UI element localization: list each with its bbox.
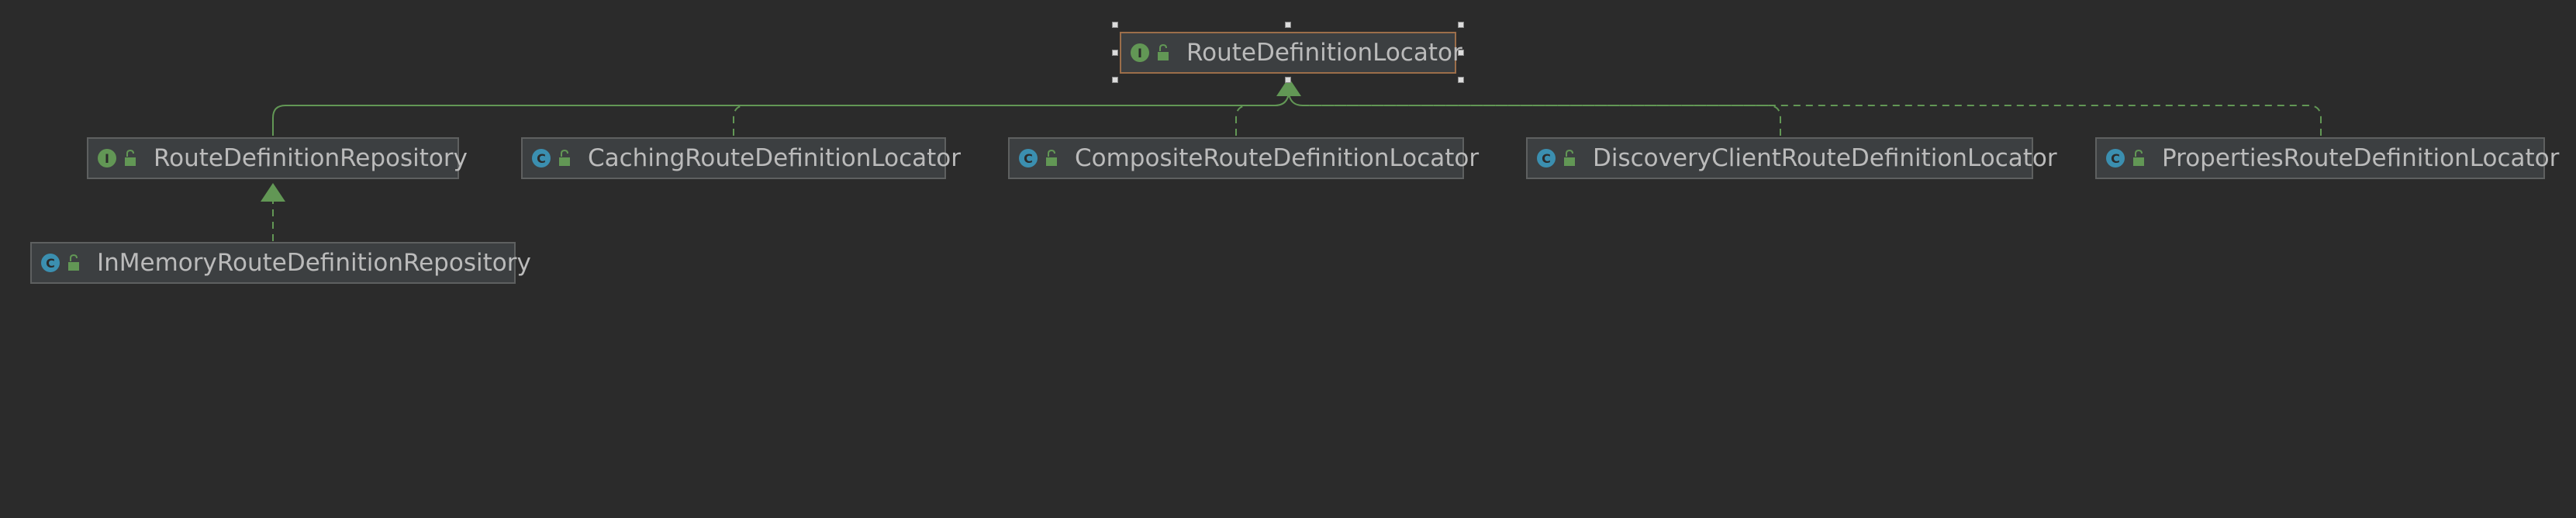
unlocked-padlock-icon [559, 150, 570, 166]
unlocked-padlock-icon [125, 150, 136, 166]
interface-icon: I [98, 149, 116, 167]
class-icon: C [41, 254, 60, 272]
selection-handle[interactable] [1458, 22, 1464, 28]
node-label: DiscoveryClientRouteDefinitionLocator [1593, 144, 2057, 172]
edge-composite-implements-locator [1235, 92, 1290, 136]
node-label: RouteDefinitionRepository [154, 144, 468, 172]
edge-caching-implements-locator [733, 92, 1290, 136]
class-icon: C [2106, 149, 2125, 167]
unlocked-padlock-icon [1046, 150, 1057, 166]
unlocked-padlock-icon [2133, 150, 2144, 166]
interface-icon: I [1131, 43, 1149, 62]
node-caching-route-definition-locator[interactable]: C CachingRouteDefinitionLocator [521, 137, 961, 179]
node-label: RouteDefinitionLocator [1186, 39, 1462, 67]
selection-handle[interactable] [1458, 77, 1464, 83]
selection-handle[interactable] [1458, 50, 1464, 56]
node-label: CachingRouteDefinitionLocator [588, 144, 961, 172]
node-properties-route-definition-locator[interactable]: C PropertiesRouteDefinitionLocator [2095, 137, 2559, 179]
selection-handle[interactable] [1112, 77, 1118, 83]
selection-handle[interactable] [1112, 22, 1118, 28]
unlocked-padlock-icon [68, 254, 79, 271]
node-route-definition-repository[interactable]: I RouteDefinitionRepository [87, 137, 468, 179]
node-route-definition-locator[interactable]: I RouteDefinitionLocator [1120, 32, 1462, 74]
unlocked-padlock-icon [1564, 150, 1575, 166]
node-in-memory-route-definition-repository[interactable]: C InMemoryRouteDefinitionRepository [30, 242, 531, 284]
selection-handle[interactable] [1112, 50, 1118, 56]
node-label: InMemoryRouteDefinitionRepository [97, 249, 531, 277]
edge-properties-implements-locator [1288, 92, 2322, 136]
class-icon: C [1019, 149, 1038, 167]
selection-handle[interactable] [1285, 77, 1291, 83]
node-label: CompositeRouteDefinitionLocator [1075, 144, 1480, 172]
edge-repository-extends-locator [272, 78, 1301, 136]
class-icon: C [1537, 149, 1556, 167]
node-label: PropertiesRouteDefinitionLocator [2162, 144, 2560, 172]
unlocked-padlock-icon [1158, 44, 1169, 60]
class-icon: C [532, 149, 551, 167]
node-discovery-client-route-definition-locator[interactable]: C DiscoveryClientRouteDefinitionLocator [1526, 137, 2057, 179]
selection-handle[interactable] [1285, 22, 1291, 28]
edge-discovery-implements-locator [1288, 92, 1781, 136]
node-composite-route-definition-locator[interactable]: C CompositeRouteDefinitionLocator [1008, 137, 1479, 179]
